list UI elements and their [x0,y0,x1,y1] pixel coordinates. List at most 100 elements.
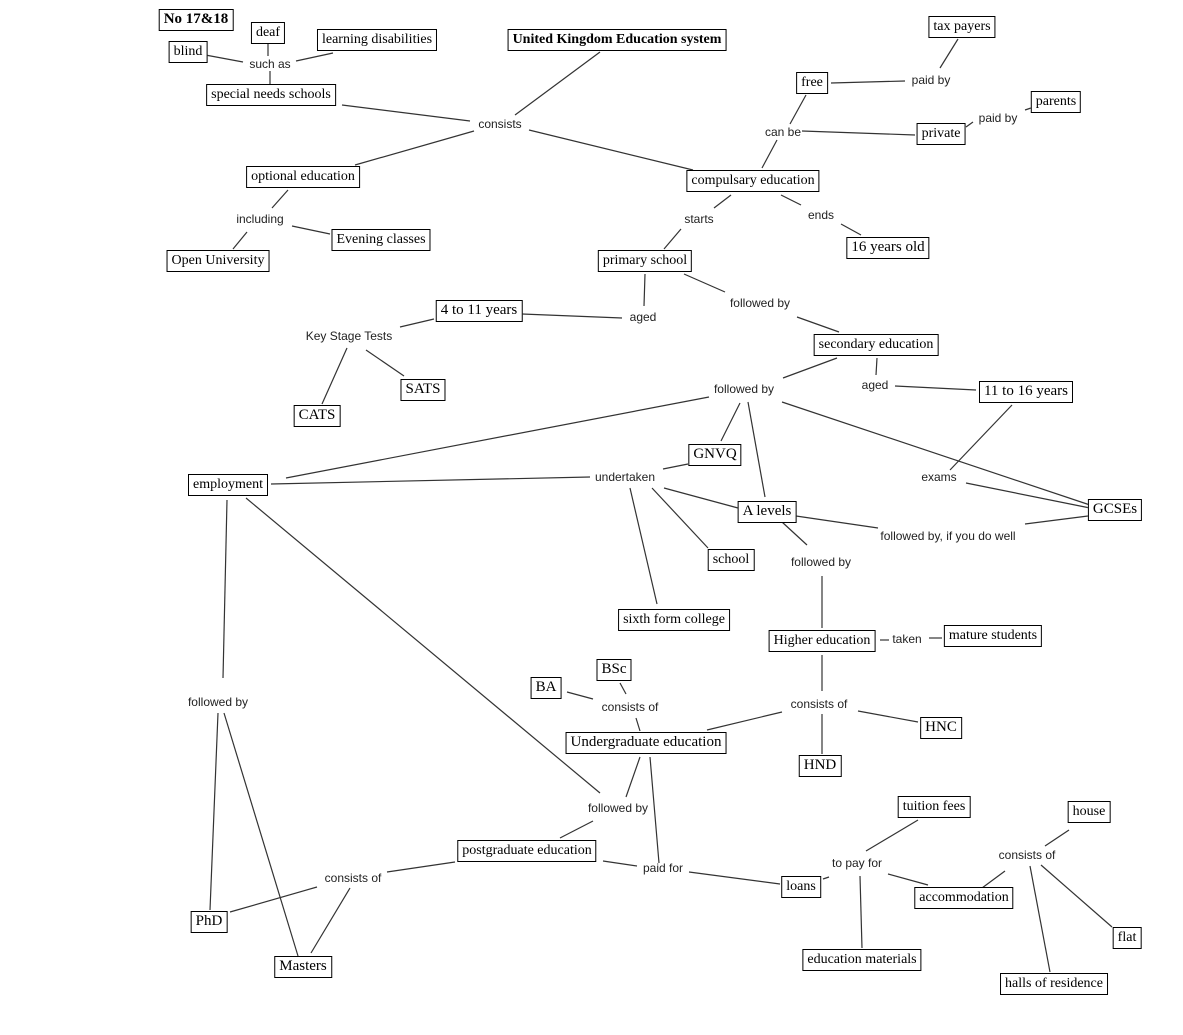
node-accommodation[interactable]: accommodation [914,887,1014,909]
connector-line [857,710,919,723]
connector-line [859,875,863,949]
node-hnc[interactable]: HNC [920,717,962,739]
node-secondary-education[interactable]: secondary education [813,334,939,356]
link-followed-by-secondary: followed by [713,382,775,396]
node-masters[interactable]: Masters [274,956,332,978]
connector-line [649,756,660,864]
link-starts: starts [684,212,714,226]
link-aged-secondary: aged [861,378,889,392]
link-followed-by-employment: followed by [187,695,249,709]
node-free[interactable]: free [796,72,828,94]
node-open-university[interactable]: Open University [166,250,270,272]
node-root[interactable]: United Kingdom Education system [507,29,727,51]
node-house[interactable]: house [1067,801,1111,823]
connector-line [939,38,959,69]
connector-line [981,870,1006,889]
node-education-materials[interactable]: education materials [802,949,922,971]
node-gcses[interactable]: GCSEs [1087,499,1143,521]
connector-line [270,476,591,485]
node-deaf[interactable]: deaf [250,22,286,44]
link-taken: taken [892,632,922,646]
connector-line [629,487,658,605]
connector-line [245,497,601,794]
node-employment[interactable]: employment [188,474,268,496]
connector-line [341,104,471,122]
connector-line [796,316,840,333]
link-paid-for: paid for [642,861,684,875]
connector-line [965,482,1091,509]
node-primary-school[interactable]: primary school [597,250,693,272]
connector-line [789,94,807,125]
connector-line [1040,864,1113,928]
connector-line [840,223,862,236]
node-postgraduate-education[interactable]: postgraduate education [457,840,597,862]
node-mature-students[interactable]: mature students [943,625,1043,647]
node-4-to-11-years[interactable]: 4 to 11 years [435,300,523,322]
node-ba[interactable]: BA [530,677,562,699]
connector-line [209,712,219,911]
connector-line [822,876,830,880]
node-loans[interactable]: loans [781,876,821,898]
connector-line [635,717,641,732]
node-phd[interactable]: PhD [190,911,228,933]
node-cats[interactable]: CATS [293,405,341,427]
connector-line [222,499,228,679]
node-hnd[interactable]: HND [798,755,842,777]
node-16-years-old[interactable]: 16 years old [846,237,930,259]
node-11-to-16-years[interactable]: 11 to 16 years [978,381,1074,403]
node-higher-education[interactable]: Higher education [768,630,876,652]
node-tuition-fees[interactable]: tuition fees [897,796,971,818]
node-parents[interactable]: parents [1030,91,1082,113]
connector-line [1044,829,1070,847]
connector-line [761,139,778,169]
connector-line [285,396,710,479]
connector-line [780,194,802,206]
connector-line [1024,107,1032,111]
node-private[interactable]: private [916,123,966,145]
connector-line [291,225,331,235]
node-bsc[interactable]: BSc [596,659,632,681]
connector-line [528,129,694,171]
link-consists-of-postgrad: consists of [324,871,382,885]
connector-line [559,820,594,839]
connector-line [1029,865,1051,973]
connector-line [663,228,682,250]
link-consists-of-accommodation: consists of [998,848,1056,862]
node-learning-disabilities[interactable]: learning disabilities [316,29,438,51]
node-special-needs-schools[interactable]: special needs schools [206,84,336,106]
link-paid-by-private: paid by [978,111,1018,125]
node-blind[interactable]: blind [168,41,208,63]
node-undergraduate-education[interactable]: Undergraduate education [565,732,727,754]
node-tax-payers[interactable]: tax payers [928,16,996,38]
link-ends: ends [807,208,835,222]
link-consists-of-higher: consists of [790,697,848,711]
connector-line [310,887,351,954]
node-sixth-form-college[interactable]: sixth form college [618,609,730,631]
node-school[interactable]: school [707,549,755,571]
connector-line [781,521,808,546]
connector-line [887,873,929,886]
connector-line [688,871,781,885]
connector-line [625,756,641,798]
link-exams: exams [921,470,957,484]
connector-line [386,861,456,873]
link-undertaken: undertaken [594,470,656,484]
node-gnvq[interactable]: GNVQ [688,444,742,466]
node-sats[interactable]: SATS [400,379,446,401]
node-halls-of-residence[interactable]: halls of residence [1000,973,1108,995]
link-can-be: can be [764,125,802,139]
connector-line [875,357,878,376]
node-optional-education[interactable]: optional education [246,166,360,188]
connector-line [795,515,879,529]
connector-line [720,402,741,442]
node-evening-classes[interactable]: Evening classes [331,229,431,251]
node-a-levels[interactable]: A levels [737,501,797,523]
header-tag: No 17&18 [158,9,234,31]
node-flat[interactable]: flat [1112,927,1142,949]
node-compulsary-education[interactable]: compulsary education [686,170,820,192]
link-key-stage-tests: Key Stage Tests [305,329,393,343]
link-such-as: such as [249,57,291,71]
connector-line [295,52,334,62]
link-followed-by-undergrad: followed by [587,801,649,815]
